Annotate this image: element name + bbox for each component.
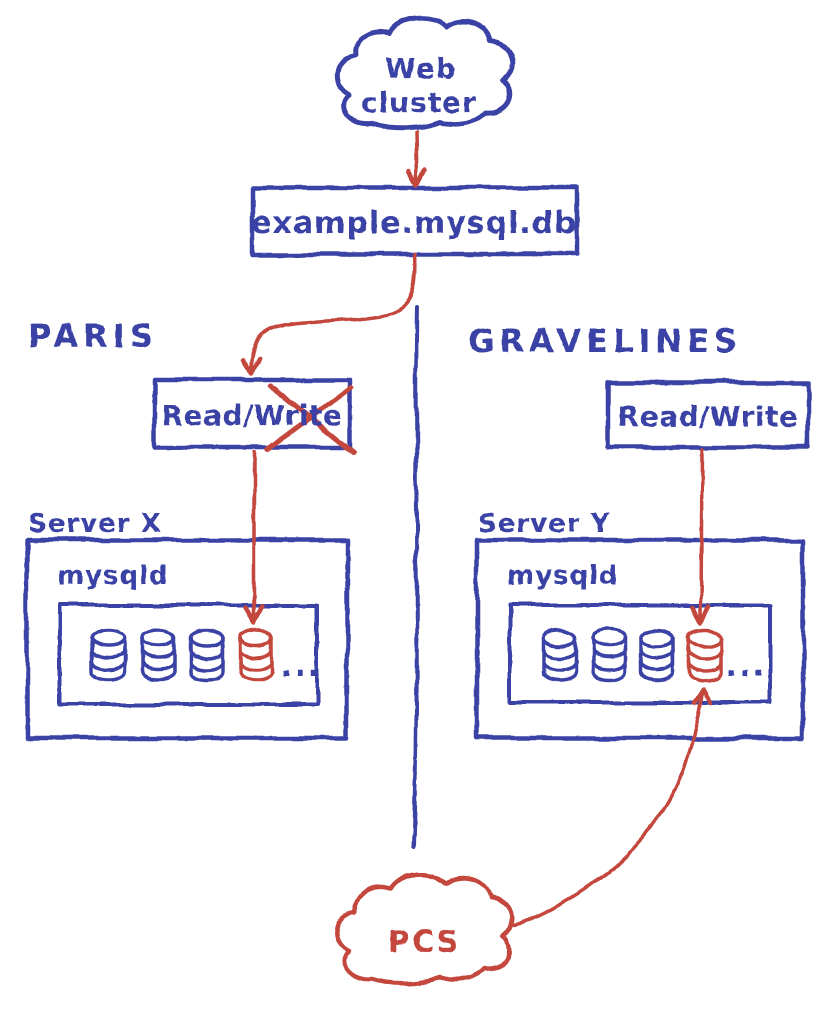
more-databases-ellipsis-paris: ... — [281, 649, 321, 684]
server-y-label: Server Y — [478, 509, 611, 539]
region-divider-line — [412, 306, 419, 850]
mysqld-label-paris: mysqld — [57, 561, 169, 591]
arrow-readwrite-to-database-gravelines — [690, 448, 712, 626]
replicated-database-cylinder-icon — [238, 628, 274, 682]
arrowhead-down-icon — [240, 356, 262, 377]
mysqld-label-gravelines: mysqld — [507, 561, 619, 591]
arrow-webcluster-to-dns — [406, 131, 428, 187]
arrowhead-down-icon — [690, 604, 712, 626]
arrow-readwrite-to-database-paris — [243, 450, 265, 626]
region-label-paris: PARIS — [28, 317, 158, 355]
database-cylinder-icon — [541, 628, 577, 682]
read-write-box-paris — [152, 377, 353, 450]
read-write-box-gravelines — [605, 379, 811, 450]
replicated-database-cylinder-icon — [687, 628, 723, 682]
arrowhead-down-icon — [243, 604, 265, 626]
server-y-box — [474, 537, 806, 741]
web-cluster-label-line1: Web — [385, 52, 457, 85]
web-cluster-label-line2: cluster — [361, 86, 477, 119]
more-databases-ellipsis-gravelines: ... — [726, 649, 766, 684]
server-x-box — [24, 537, 350, 741]
database-cylinder-icon — [140, 628, 176, 682]
arrow-dns-to-paris-readwrite — [240, 254, 418, 377]
read-write-label-paris: Read/Write — [162, 399, 343, 432]
arrowhead-down-icon — [406, 166, 428, 187]
server-x-databases-box — [58, 603, 319, 707]
server-y-databases-box — [508, 603, 772, 704]
database-cylinder-icon — [90, 628, 126, 682]
database-cylinder-icon — [639, 628, 675, 682]
arrow-pcs-to-database-gravelines — [512, 686, 714, 928]
read-write-label-gravelines: Read/Write — [618, 400, 799, 433]
database-cylinder-icon — [591, 628, 627, 682]
dns-box — [249, 185, 580, 257]
arrowhead-up-icon — [692, 686, 714, 706]
region-label-gravelines: GRAVELINES — [468, 322, 742, 360]
write-crossed-out-icon — [263, 382, 357, 456]
database-cylinder-icon — [189, 628, 225, 682]
server-x-label: Server X — [28, 509, 162, 539]
pcs-label: PCS — [388, 925, 460, 960]
dns-label: example.mysql.db — [251, 206, 576, 241]
